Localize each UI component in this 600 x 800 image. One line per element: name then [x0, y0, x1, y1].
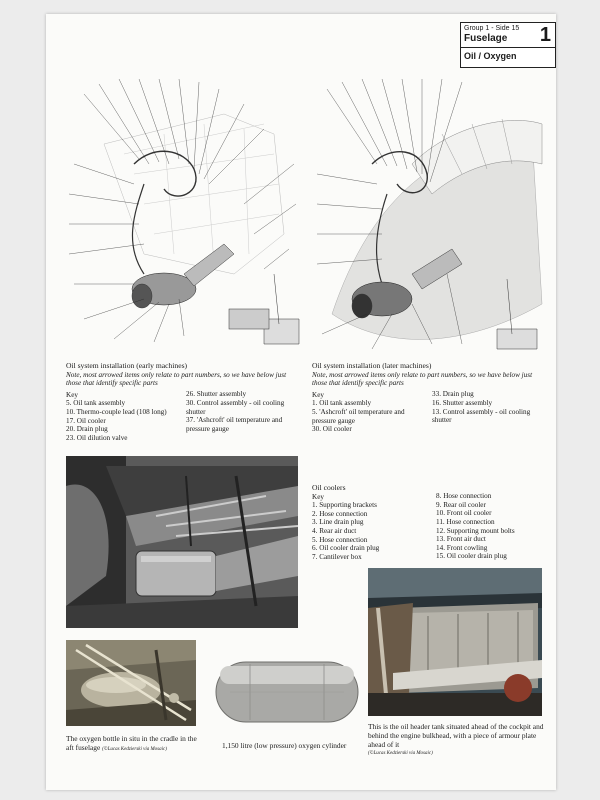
oil-tank-caption: This is the oil header tank situated ahe… — [368, 722, 544, 749]
coolers-key-col1: 1. Supporting brackets 2. Hose connectio… — [312, 501, 428, 561]
key-item: 9. Rear oil cooler — [436, 500, 486, 509]
oxygen-bottle-photo — [66, 640, 196, 726]
key-item: 11. Hose connection — [436, 517, 495, 526]
key-item: 10. Thermo-couple lead (108 long) — [66, 407, 167, 416]
coolers-key-label: Key — [312, 492, 324, 501]
coolers-caption: Oil coolers Key 1. Supporting brackets 2… — [312, 483, 548, 561]
key-item: 7. Cantilever box — [312, 552, 362, 561]
key-item: 37. 'Ashcroft' oil temperature and press… — [186, 416, 283, 433]
section-number: 1 — [539, 24, 551, 46]
key-item: 6. Oil cooler drain plug — [312, 544, 380, 553]
section-title: Fuselage — [464, 33, 508, 44]
key-item: 1. Oil tank assembly — [312, 399, 372, 408]
subsection-title: Oil / Oxygen — [464, 51, 517, 61]
oxygen-bottle-caption-block: The oxygen bottle in situ in the cradle … — [66, 734, 204, 754]
later-caption: Oil system installation (later machines)… — [312, 361, 548, 434]
key-item: 30. Oil cooler — [312, 425, 352, 434]
key-item: 5. 'Ashcroft' oil temperature and pressu… — [312, 407, 405, 425]
key-item: 13. Control assembly - oil cooling shutt… — [432, 407, 531, 425]
key-item: 15. Oil cooler drain plug — [436, 552, 507, 561]
oxygen-cylinder-image — [210, 654, 364, 730]
group-side-label: Group 1 - Side 15 — [464, 25, 520, 32]
later-oil-system-diagram — [312, 74, 548, 354]
coolers-key-col2: 8. Hose connection 9. Rear oil cooler 10… — [436, 492, 548, 561]
oxygen-bottle-caption: The oxygen bottle in situ in the cradle … — [66, 734, 197, 752]
key-item: 23. Oil dilution valve — [66, 433, 128, 442]
early-key-col1: 5. Oil tank assembly 10. Thermo-couple l… — [66, 399, 178, 442]
key-item: 30. Control assembly - oil cooling shutt… — [186, 398, 285, 416]
early-key-col2: 26. Shutter assembly 30. Control assembl… — [186, 390, 302, 442]
key-item: 26. Shutter assembly — [186, 390, 247, 399]
later-note: Note, most arrowed items only relate to … — [312, 370, 533, 388]
later-key-col1: 1. Oil tank assembly 5. 'Ashcroft' oil t… — [312, 399, 424, 433]
key-item: 1. Supporting brackets — [312, 501, 377, 510]
manual-page: Group 1 - Side 15 Fuselage 1 Oil / Oxyge… — [46, 14, 556, 790]
oil-tank-credit: (©Lucas Kedzierski via Mosaic) — [368, 751, 433, 756]
key-item: 4. Rear air duct — [312, 526, 357, 535]
key-item: 10. Front oil cooler — [436, 509, 492, 518]
key-item: 20. Drain plug — [66, 425, 108, 434]
oil-tank-caption-block: This is the oil header tank situated ahe… — [368, 722, 544, 758]
oxygen-bottle-credit: (©Lucas Kedzierski via Mosaic) — [102, 747, 167, 752]
early-caption: Oil system installation (early machines)… — [66, 361, 302, 442]
oxygen-cylinder-caption: 1,150 litre (low pressure) oxygen cylind… — [222, 741, 347, 750]
later-key-col2: 33. Drain plug 16. Shutter assembly 13. … — [432, 390, 548, 433]
key-item: 33. Drain plug — [432, 390, 474, 399]
early-key-label: Key — [66, 390, 78, 399]
later-title: Oil system installation (later machines) — [312, 361, 432, 370]
key-item: 17. Oil cooler — [66, 416, 106, 425]
key-item: 14. Front cowling — [436, 543, 488, 552]
key-item: 5. Oil tank assembly — [66, 399, 126, 408]
key-item: 3. Line drain plug — [312, 518, 364, 527]
oil-header-tank-photo — [368, 568, 542, 716]
key-item: 5. Hose connection — [312, 535, 368, 544]
key-item: 12. Supporting mount bolts — [436, 526, 515, 535]
early-title: Oil system installation (early machines) — [66, 361, 188, 370]
coolers-title: Oil coolers — [312, 483, 346, 492]
section-header: Group 1 - Side 15 Fuselage 1 Oil / Oxyge… — [460, 22, 556, 68]
key-item: 13. Front air duct — [436, 535, 486, 544]
oil-cooler-photo — [66, 456, 298, 628]
key-item: 2. Hose connection — [312, 509, 368, 518]
key-item: 8. Hose connection — [436, 492, 492, 501]
early-oil-system-diagram — [64, 74, 304, 354]
later-key-label: Key — [312, 390, 324, 399]
key-item: 16. Shutter assembly — [432, 398, 493, 407]
early-note: Note, most arrowed items only relate to … — [66, 370, 287, 388]
